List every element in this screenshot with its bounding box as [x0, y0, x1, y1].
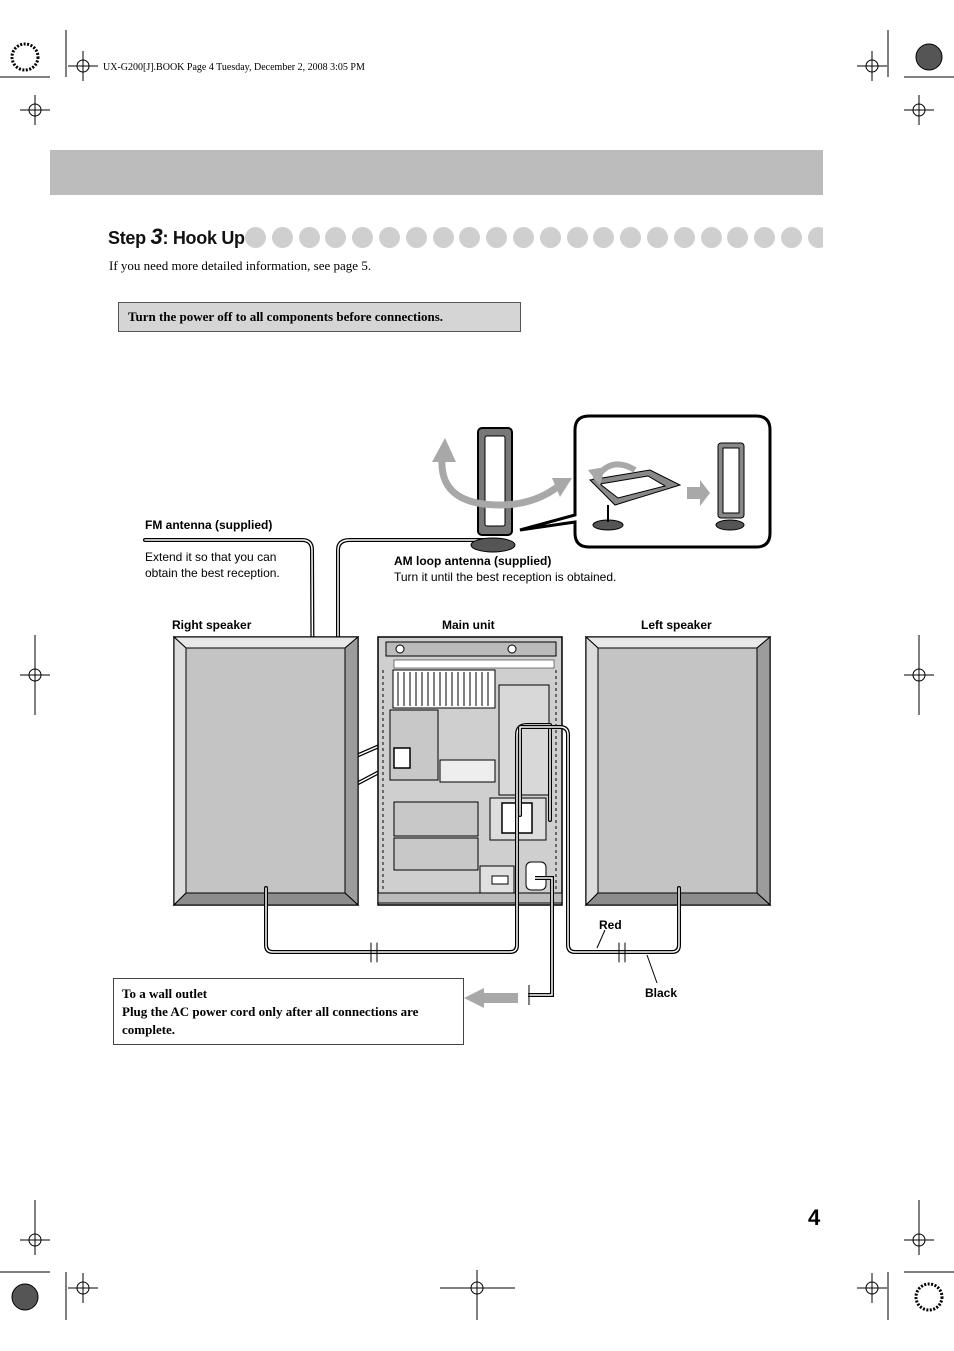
- right-speaker-label: Right speaker: [172, 618, 252, 632]
- red-wire-label: Red: [599, 918, 622, 932]
- fm-antenna-label: FM antenna (supplied): [145, 518, 273, 532]
- heading-dot-rule: [245, 227, 823, 249]
- wall-outlet-title: To a wall outlet: [122, 986, 208, 1001]
- ac-power-cord: [528, 876, 554, 1005]
- outlet-arrow-icon: [464, 988, 518, 1008]
- step-heading: Step 3: Hook Up: [108, 224, 245, 250]
- am-loop-antenna-icon: [470, 427, 516, 553]
- book-header-info: UX-G200[J].BOOK Page 4 Tuesday, December…: [103, 62, 365, 73]
- step-prefix: Step: [108, 228, 151, 248]
- rotate-arrow-icon: [438, 459, 563, 509]
- main-unit-label: Main unit: [442, 618, 495, 632]
- warning-box: Turn the power off to all components bef…: [118, 302, 521, 332]
- right-speaker-illustration: [172, 635, 360, 907]
- intro-text: If you need more detailed information, s…: [109, 258, 372, 273]
- step-title-text: : Hook Up: [162, 228, 245, 248]
- main-unit-back-panel: [377, 636, 563, 906]
- black-wire-label: Black: [645, 986, 678, 1000]
- left-speaker-label: Left speaker: [641, 618, 712, 632]
- section-header-band: [50, 150, 823, 195]
- wall-outlet-body: Plug the AC power cord only after all co…: [122, 1004, 419, 1037]
- am-antenna-label: AM loop antenna (supplied): [394, 554, 552, 568]
- fm-antenna-desc-2: obtain the best reception.: [145, 566, 280, 580]
- page-number: 4: [808, 1205, 821, 1230]
- left-speaker-illustration: [584, 635, 772, 907]
- step-number: 3: [150, 224, 163, 249]
- wall-outlet-note: To a wall outlet Plug the AC power cord …: [113, 978, 464, 1045]
- am-antenna-desc: Turn it until the best reception is obta…: [394, 570, 617, 584]
- fm-antenna-desc-1: Extend it so that you can: [145, 550, 277, 564]
- speaker-wires: [264, 723, 681, 963]
- antenna-assembly-callout: [519, 414, 772, 549]
